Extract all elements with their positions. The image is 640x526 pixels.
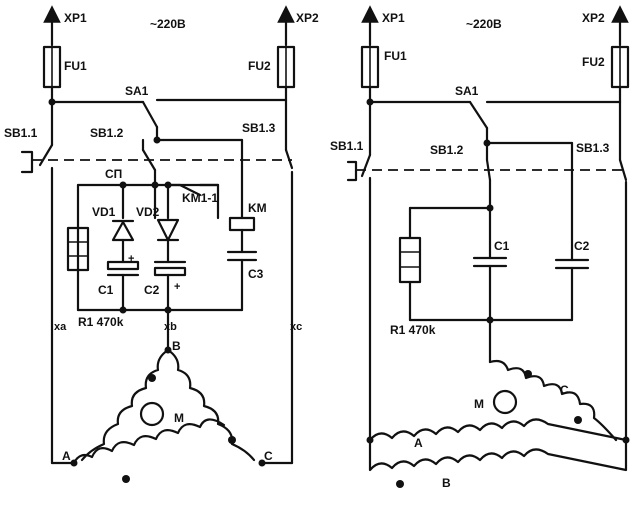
left-c1-label: C1 [98,283,114,297]
c1-capacitor [106,260,140,271]
right-voltage-label: ~220B [466,17,502,31]
left-phase-a-label: A [62,449,71,463]
right-phase-b-label: B [442,476,451,490]
r1-resistor [66,226,90,272]
right-motor-label: M [474,397,484,411]
left-xc-label: xc [290,321,302,333]
left-xp1-label: XP1 [64,11,87,25]
right-sb12-label: SB1.2 [430,143,464,157]
right-motor-symbol [492,389,518,415]
left-junction-dots [48,98,266,467]
left-voltage-label: ~220B [150,17,186,31]
left-xa-label: xa [54,321,67,333]
right-winding-a [368,418,628,442]
sb11-contact [38,143,54,167]
right-diagram: XP1 XP2 ~220B FU1 FU2 SA1 SB1.1 SB1.2 SB… [330,5,630,490]
left-plus1: + [128,253,134,265]
right-winding-b [368,438,628,472]
left-motor-symbol [139,401,165,427]
right-sb11-contact [360,153,372,178]
left-vd2-label: VD2 [136,205,160,219]
left-phase-c-label: C [264,449,273,463]
left-c2-label: C2 [144,283,160,297]
right-sa1-label: SA1 [455,84,479,98]
left-km-label: KM [248,201,267,215]
right-fu2-label: FU2 [582,55,605,69]
left-sb13-label: SB1.3 [242,121,276,135]
left-motor-label: M [174,411,184,425]
left-xp2-label: XP2 [296,11,319,25]
right-c1-label: C1 [494,239,510,253]
left-plus2: + [174,281,180,293]
right-sa1-switch [468,100,489,130]
right-sb13-contact [618,158,628,182]
vd2-diode [156,218,180,242]
right-xp1-label: XP1 [382,11,405,25]
left-fu1-label: FU1 [64,59,87,73]
sa1-switch [141,100,159,129]
left-xb-label: xb [164,321,177,333]
right-r1-label: R1 470k [390,323,436,337]
km11-contact [178,183,202,197]
right-winding-c [488,359,618,442]
left-fu2-label: FU2 [248,59,271,73]
left-motor-windings [72,348,256,465]
left-sp-label: CП [105,167,122,181]
c2-capacitor [153,266,187,277]
left-phase-b-label: B [172,339,181,353]
right-junction-dots [366,98,630,444]
right-xp2-label: XP2 [582,11,605,25]
right-sb11-label: SB1.1 [330,139,364,153]
left-diagram: XP1 XP2 ~220B FU1 FU2 SA1 SB1.1 SB1.2 SB… [4,5,319,483]
right-r1-resistor [398,236,422,284]
right-c2-label: C2 [574,239,590,253]
vd1-diode [111,220,135,242]
right-phase-c-label: C [560,383,569,397]
km-coil [228,216,256,232]
right-phase-a-label: A [414,436,423,450]
right-sb13-label: SB1.3 [576,141,610,155]
left-r1-label: R1 470k [78,315,124,329]
left-sb11-label: SB1.1 [4,126,38,140]
left-vd1-label: VD1 [92,205,116,219]
sb13-contact [284,148,294,170]
left-sa1-label: SA1 [125,84,149,98]
left-sb12-label: SB1.2 [90,126,124,140]
left-c3-label: C3 [248,267,264,281]
right-fu1-label: FU1 [384,49,407,63]
left-km11-label: KM1-1 [182,191,218,205]
